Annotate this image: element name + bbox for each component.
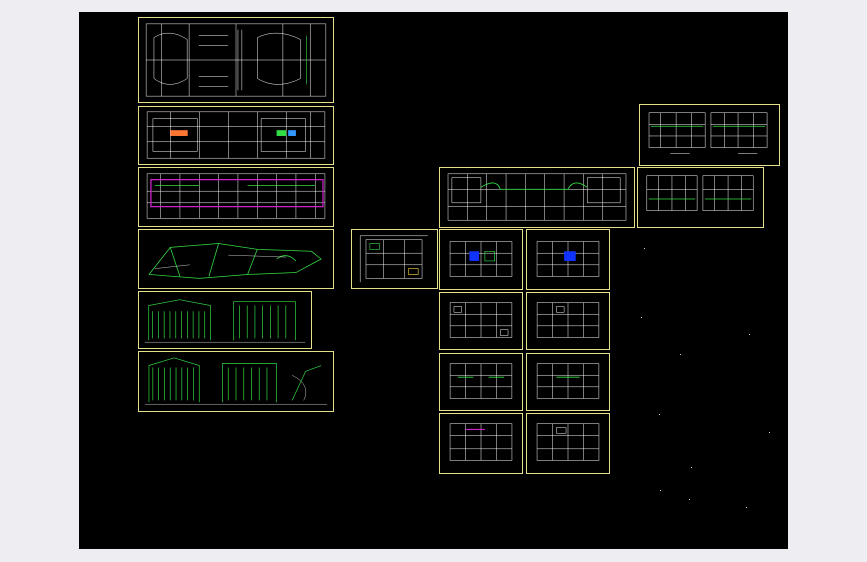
drawing-sheet-floor-4[interactable] [526,292,610,350]
section-b-drawing [145,357,327,405]
stray-point [746,507,747,508]
drawing-sheet-floor-5[interactable] [439,353,523,411]
floor-8-drawing [536,423,600,461]
drawing-sheet-floor-3[interactable] [439,292,523,350]
site-plan-drawing [148,243,322,279]
stray-point [641,317,642,318]
floor-4-drawing [536,302,600,338]
drawing-sheet-site-plan[interactable] [138,229,334,289]
elevation-right-b-drawing [646,175,754,211]
floor-2-drawing [536,241,600,277]
stray-point [691,467,692,468]
drawing-sheet-elevation-long[interactable] [439,167,635,228]
floor-1-drawing [449,241,513,277]
floor-5-drawing [449,363,513,399]
floor-3-drawing [449,302,513,338]
grid-plan-magenta-drawing [146,173,326,219]
drawing-sheet-floor-plan-small[interactable] [351,229,438,289]
stray-point [680,354,681,355]
drawing-sheet-plan-long-a[interactable] [138,17,334,103]
drawing-canvas[interactable] [79,12,788,549]
floor-7-drawing [449,423,513,461]
floor-plan-small-drawing [359,235,428,283]
floor-6-drawing [536,363,600,399]
section-a-drawing [144,299,306,343]
drawing-sheet-floor-6[interactable] [526,353,610,411]
elevation-right-a-drawing [648,112,768,154]
stray-point [660,490,661,491]
drawing-sheet-elevation-right-a[interactable] [639,104,780,166]
drawing-sheet-floor-7[interactable] [439,413,523,474]
drawing-sheet-plan-long-c[interactable] [138,167,334,227]
stray-point [644,248,645,249]
grid-plan-color-drawing [146,111,326,159]
drawing-sheet-floor-1[interactable] [439,229,523,290]
drawing-sheet-floor-8[interactable] [526,413,610,474]
drawing-sheet-section-b[interactable] [138,351,334,412]
drawing-sheet-plan-long-b[interactable] [138,106,334,165]
elevation-long-drawing [447,173,627,221]
stray-point [689,499,690,500]
grid-plan-drawing [145,23,327,97]
stray-point [749,334,750,335]
stray-point [659,414,660,415]
stray-point [769,432,770,433]
drawing-sheet-section-a[interactable] [138,291,312,349]
drawing-sheet-elevation-right-b[interactable] [637,167,764,228]
drawing-sheet-floor-2[interactable] [526,229,610,290]
